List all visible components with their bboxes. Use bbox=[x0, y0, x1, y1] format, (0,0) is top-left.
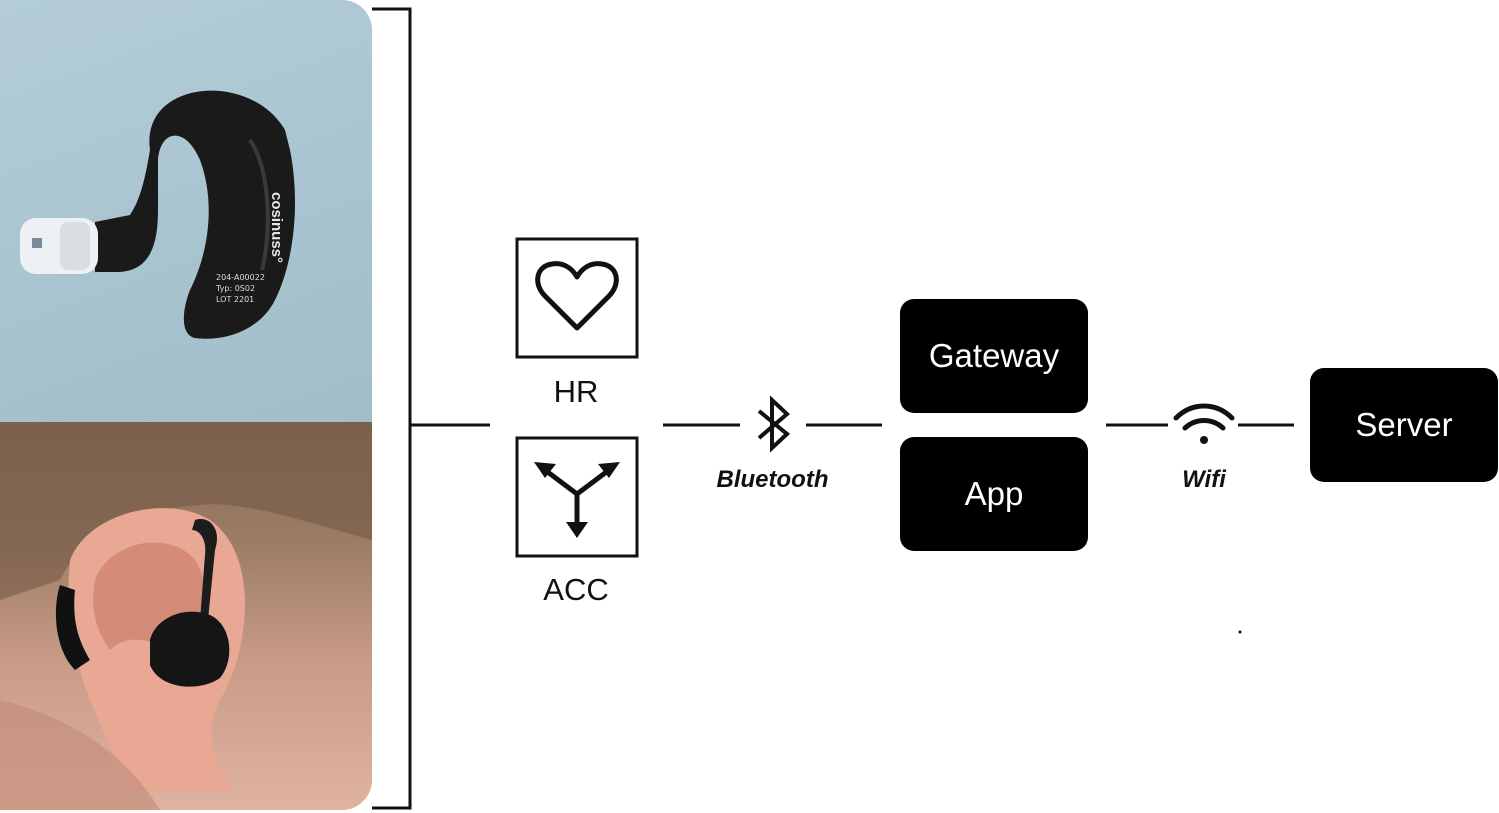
device-bracket bbox=[372, 7, 412, 810]
server-label: Server bbox=[1355, 406, 1453, 443]
wifi-label: Wifi bbox=[1182, 466, 1226, 493]
device-engraving: cosinuss° bbox=[268, 192, 285, 263]
heart-icon bbox=[535, 261, 619, 331]
earpiece-product-shape: cosinuss° 204-A00022 Typ: 0S02 LOT 2201 bbox=[20, 90, 295, 339]
acc-sensor-box bbox=[515, 436, 639, 558]
server-box: Server bbox=[1310, 368, 1498, 482]
app-label: App bbox=[964, 475, 1024, 512]
device-photo-panel: cosinuss° 204-A00022 Typ: 0S02 LOT 2201 bbox=[0, 0, 372, 810]
gateway-label: Gateway bbox=[928, 337, 1060, 374]
device-product-photo bbox=[0, 0, 372, 422]
acc-label: ACC bbox=[543, 572, 609, 607]
wifi-icon bbox=[1173, 403, 1235, 444]
hr-label: HR bbox=[553, 374, 599, 409]
device-illustration: cosinuss° 204-A00022 Typ: 0S02 LOT 2201 bbox=[0, 90, 372, 810]
device-print-line-1: 204-A00022 bbox=[216, 273, 265, 282]
ear-with-earpiece-shape bbox=[0, 422, 372, 810]
hr-sensor-box bbox=[515, 237, 639, 359]
gateway-box: Gateway bbox=[900, 299, 1088, 413]
device-print-line-3: LOT 2201 bbox=[216, 295, 254, 304]
three-axis-arrows-icon bbox=[534, 462, 620, 538]
app-box: App bbox=[900, 437, 1088, 551]
bluetooth-icon bbox=[757, 395, 791, 453]
device-print-line-2: Typ: 0S02 bbox=[215, 284, 255, 293]
stray-dot bbox=[1238, 630, 1242, 634]
bluetooth-label: Bluetooth bbox=[716, 466, 829, 493]
